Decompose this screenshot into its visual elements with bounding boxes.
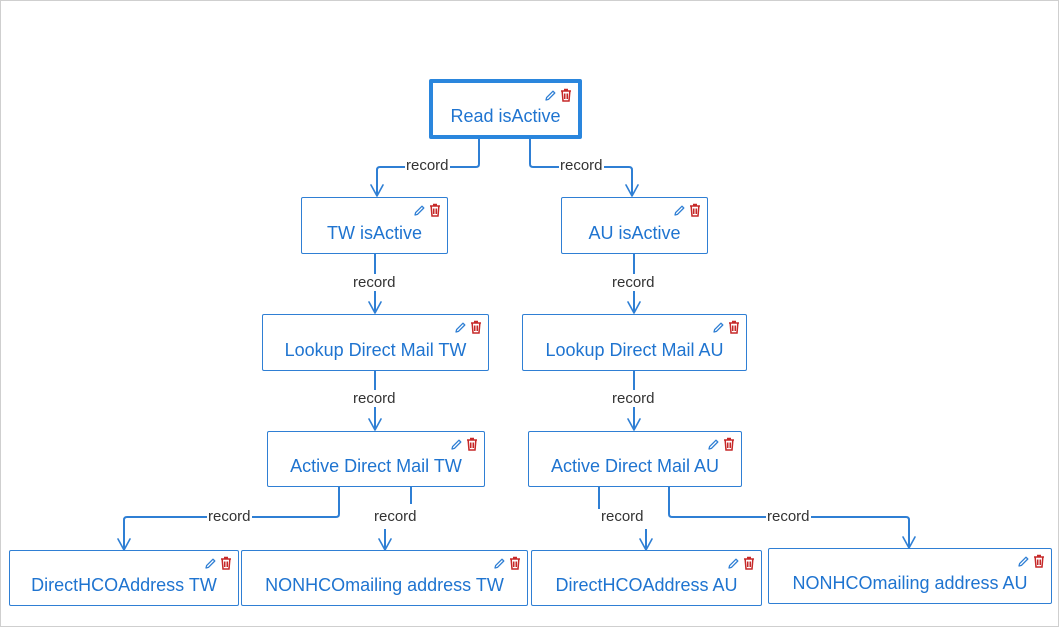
arrowhead xyxy=(368,301,382,314)
pencil-icon[interactable] xyxy=(727,557,740,570)
arrowhead xyxy=(370,184,384,197)
pencil-icon[interactable] xyxy=(707,438,720,451)
pencil-icon[interactable] xyxy=(204,557,217,570)
node-label: NONHCOmailing address TW xyxy=(265,575,504,595)
edge-active-hco-au xyxy=(598,487,647,549)
pencil-icon[interactable] xyxy=(454,321,467,334)
trash-icon[interactable] xyxy=(689,203,701,217)
pencil-icon[interactable] xyxy=(673,204,686,217)
node-label: Lookup Direct Mail AU xyxy=(545,340,724,360)
arrowhead xyxy=(627,418,641,431)
trash-icon[interactable] xyxy=(728,320,740,334)
node-label: TW isActive xyxy=(326,223,422,243)
trash-icon[interactable] xyxy=(1033,554,1045,568)
edge-label: record xyxy=(766,508,811,525)
node-label: Read isActive xyxy=(450,106,561,126)
trash-icon[interactable] xyxy=(429,203,441,217)
trash-icon[interactable] xyxy=(723,437,735,451)
arrowhead xyxy=(368,418,382,431)
trash-icon[interactable] xyxy=(470,320,482,334)
arrowhead xyxy=(625,184,639,197)
node-label: NONHCOmailing address AU xyxy=(792,573,1028,593)
node-lookup-direct-mail-au[interactable]: Lookup Direct Mail AU xyxy=(522,314,747,371)
trash-icon[interactable] xyxy=(509,556,521,570)
pencil-icon[interactable] xyxy=(544,89,557,102)
edge-label: record xyxy=(559,157,604,174)
edge-label: record xyxy=(611,390,656,407)
node-label: Active Direct Mail AU xyxy=(550,456,720,476)
node-nonhcomailing-address-au[interactable]: NONHCOmailing address AU xyxy=(768,548,1052,604)
node-au-isactive[interactable]: AU isActive xyxy=(561,197,708,254)
pencil-icon[interactable] xyxy=(413,204,426,217)
node-tw-isactive[interactable]: TW isActive xyxy=(301,197,448,254)
node-label: AU isActive xyxy=(588,223,681,243)
trash-icon[interactable] xyxy=(220,556,232,570)
node-directhcoaddress-au[interactable]: DirectHCOAddress AU xyxy=(531,550,762,606)
pencil-icon[interactable] xyxy=(1017,555,1030,568)
node-label: Lookup Direct Mail TW xyxy=(284,340,467,360)
node-active-direct-mail-au[interactable]: Active Direct Mail AU xyxy=(528,431,742,487)
edge-label: record xyxy=(373,508,418,525)
pencil-icon[interactable] xyxy=(450,438,463,451)
edge-label: record xyxy=(405,157,450,174)
edge-label: record xyxy=(352,390,397,407)
node-lookup-direct-mail-tw[interactable]: Lookup Direct Mail TW xyxy=(262,314,489,371)
trash-icon[interactable] xyxy=(466,437,478,451)
node-nonhcomailing-address-tw[interactable]: NONHCOmailing address TW xyxy=(241,550,528,606)
edge-active-nonhco-tw xyxy=(384,487,412,549)
edge-label: record xyxy=(611,274,656,291)
node-label: DirectHCOAddress AU xyxy=(555,575,738,595)
arrowhead xyxy=(627,301,641,314)
node-label: DirectHCOAddress TW xyxy=(31,575,217,595)
node-label: Active Direct Mail TW xyxy=(290,456,462,476)
node-active-direct-mail-tw[interactable]: Active Direct Mail TW xyxy=(267,431,485,487)
edge-label: record xyxy=(600,508,645,525)
trash-icon[interactable] xyxy=(743,556,755,570)
pencil-icon[interactable] xyxy=(493,557,506,570)
edge-label: record xyxy=(352,274,397,291)
node-directhcoaddress-tw[interactable]: DirectHCOAddress TW xyxy=(9,550,239,606)
edge-label: record xyxy=(207,508,252,525)
pencil-icon[interactable] xyxy=(712,321,725,334)
trash-icon[interactable] xyxy=(560,88,572,102)
node-read-isactive[interactable]: Read isActive xyxy=(429,79,582,139)
